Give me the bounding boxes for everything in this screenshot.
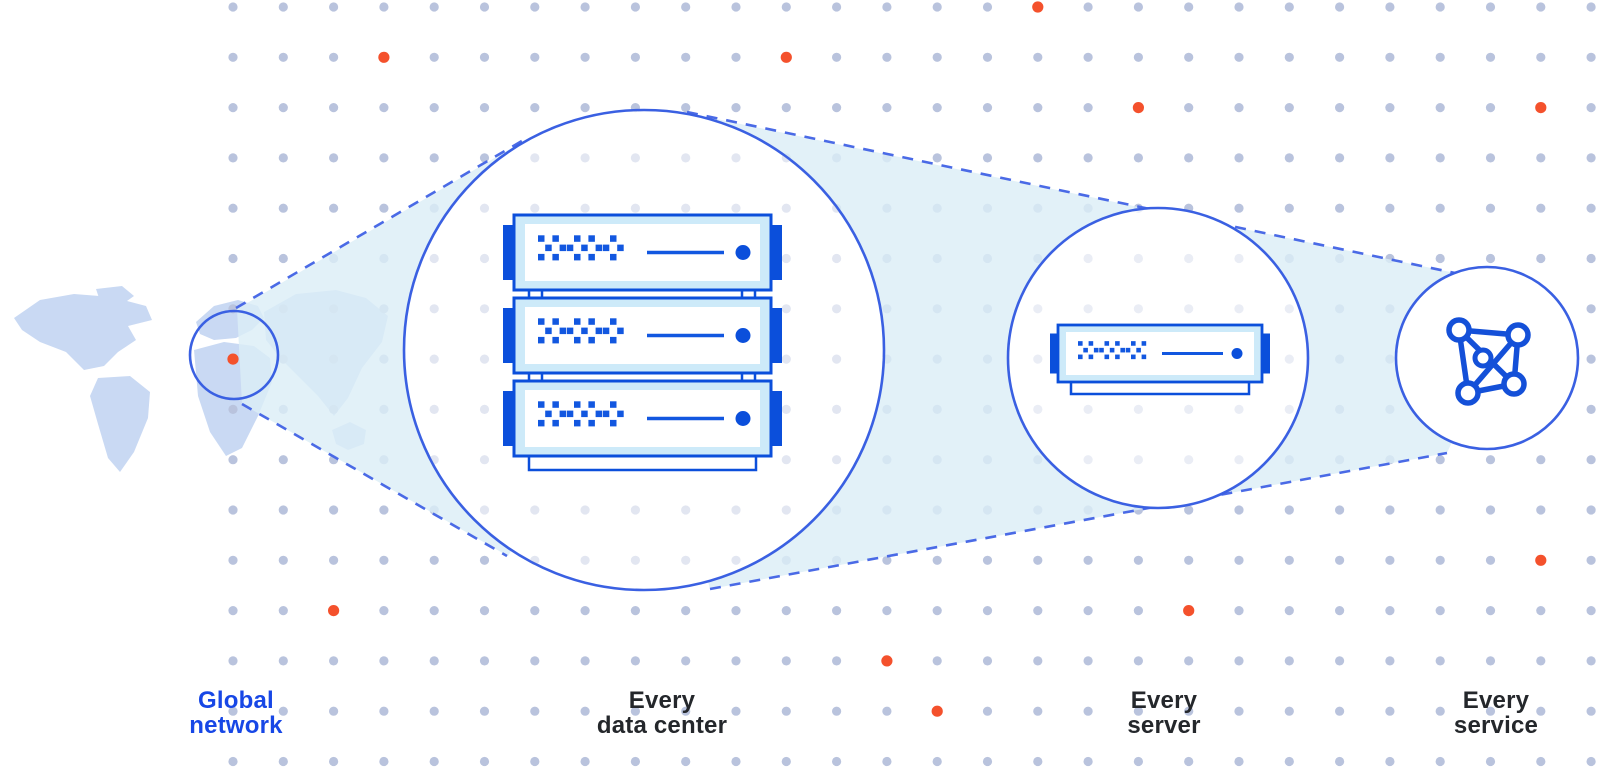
region-circle-icon <box>188 309 280 401</box>
label-line: network <box>189 711 283 739</box>
label-line: Global <box>198 687 274 714</box>
zoom-dashed-lines <box>235 110 1456 591</box>
dashed-line-top-right <box>686 110 1456 275</box>
label-every-server: Every server <box>1127 687 1201 739</box>
network-mesh-icon <box>1446 317 1531 406</box>
label-line: Every <box>1130 687 1198 714</box>
label-line: Every <box>628 687 696 714</box>
label-every-data-center: Every data center <box>596 687 728 739</box>
label-line: service <box>1453 711 1539 739</box>
dashed-line-bottom-right <box>709 451 1448 591</box>
server-rack-icon <box>503 213 782 472</box>
label-line: server <box>1127 711 1201 739</box>
label-line: Every <box>1462 687 1530 714</box>
dashed-line-bottom-left <box>241 402 508 558</box>
label-global-network: Global network <box>189 687 283 739</box>
label-every-service: Every service <box>1453 687 1539 739</box>
server-unit-icon <box>1050 323 1270 396</box>
label-line: data center <box>596 711 728 739</box>
dashed-line-top-left <box>235 136 528 310</box>
